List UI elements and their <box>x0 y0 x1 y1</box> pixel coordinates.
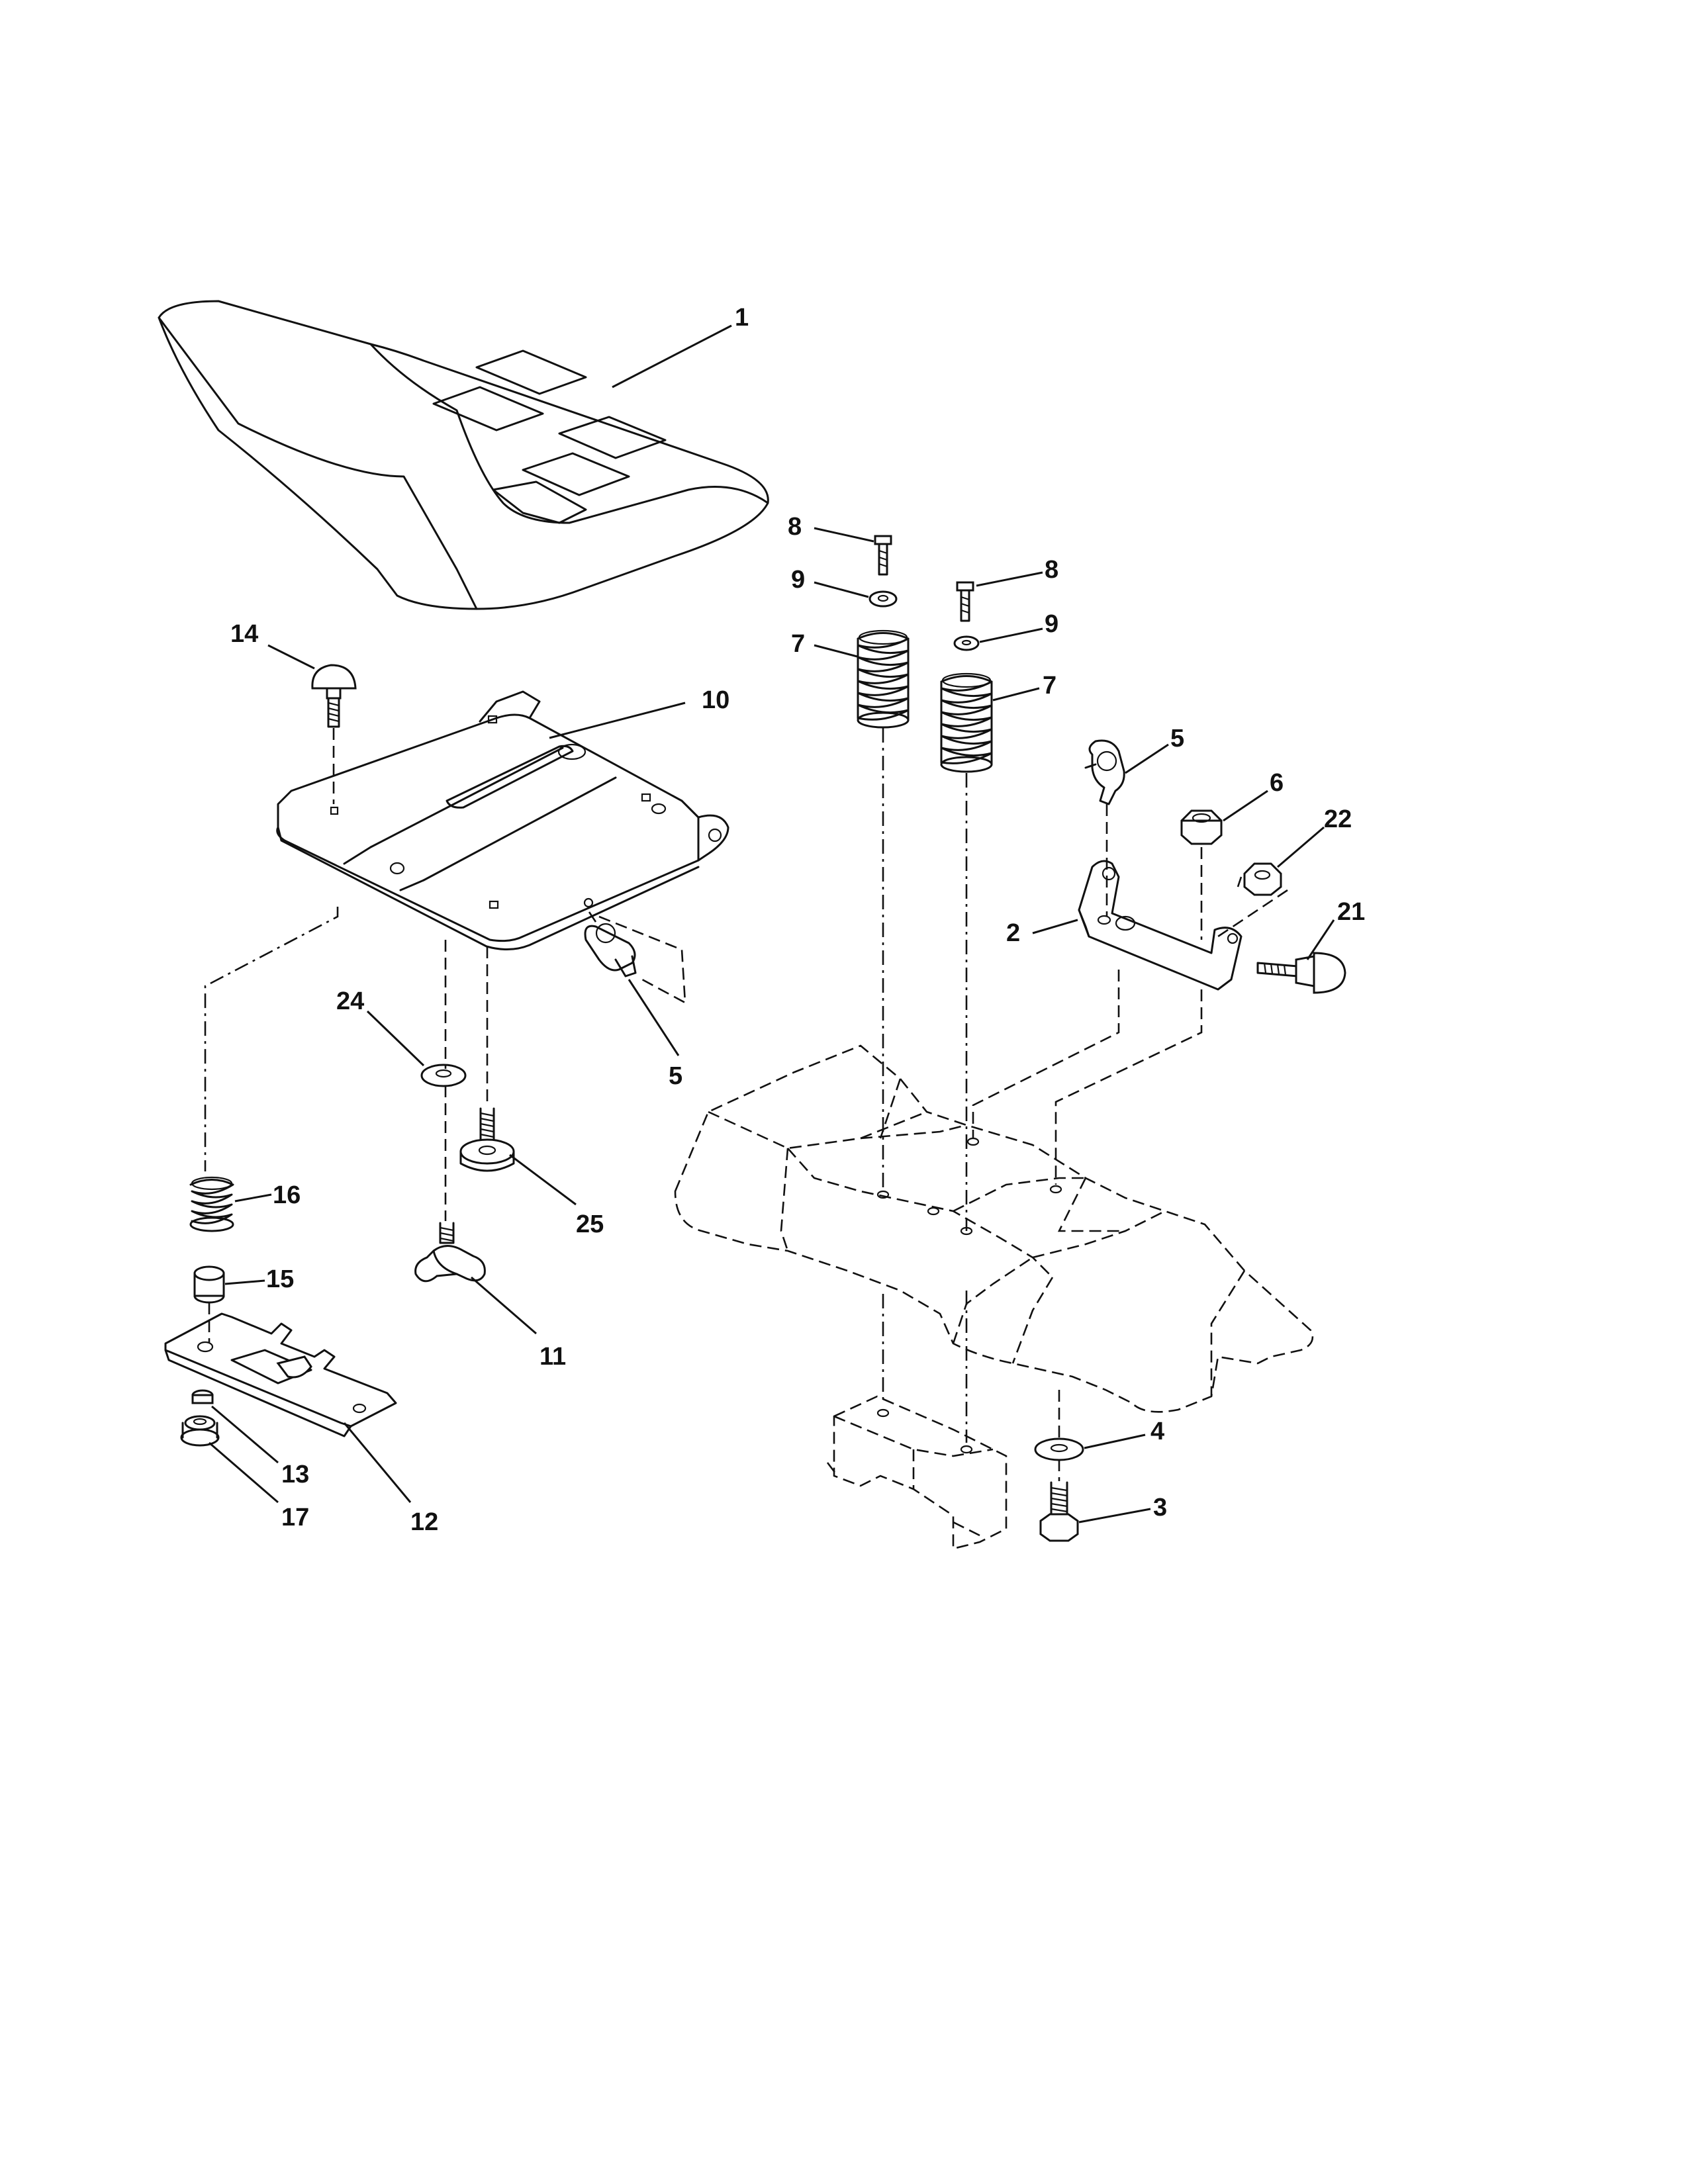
leader-24 <box>366 1010 425 1067</box>
nut-22 <box>1243 862 1282 896</box>
leader-14 <box>267 644 315 670</box>
leader-5-right <box>1125 743 1169 774</box>
callout-4: 4 <box>1150 1418 1164 1445</box>
slide-plate <box>164 1312 397 1437</box>
washer <box>420 1064 467 1087</box>
leader-17 <box>209 1441 279 1504</box>
seat-pan <box>276 690 729 951</box>
bushing <box>193 1265 225 1304</box>
connector-5-left <box>588 911 686 1005</box>
callout-6: 6 <box>1270 769 1284 797</box>
leader-9-left <box>814 581 869 598</box>
connector-bracket-frame-2 <box>1055 989 1203 1185</box>
leader-2 <box>1032 919 1078 934</box>
leader-8-left <box>814 527 874 543</box>
leader-15 <box>224 1279 265 1285</box>
seat <box>158 300 769 610</box>
leader-1 <box>612 324 732 388</box>
callout-12: 12 <box>410 1508 438 1536</box>
callout-25: 25 <box>576 1210 604 1238</box>
hose-clip-left <box>584 923 637 978</box>
carriage-bolt <box>311 664 357 728</box>
washer-4 <box>1034 1437 1084 1461</box>
leader-5-left <box>628 979 680 1056</box>
bolt-8-right <box>956 581 974 622</box>
lock-nut <box>1180 809 1223 845</box>
callout-1: 1 <box>735 304 749 332</box>
leader-7-left <box>814 644 858 658</box>
leader-11 <box>471 1276 537 1335</box>
lower-support-reference <box>826 1395 1008 1550</box>
callout-15: 15 <box>266 1265 294 1293</box>
flange-nut <box>180 1415 220 1447</box>
callout-5-right: 5 <box>1170 725 1184 752</box>
seat-adjust-knob <box>414 1222 486 1283</box>
leader-8-right <box>976 571 1043 587</box>
callout-11: 11 <box>539 1343 566 1371</box>
connector-nut22 <box>1217 876 1288 938</box>
callout-10: 10 <box>702 686 729 714</box>
tractor-frame-reference <box>674 1044 1314 1413</box>
mounting-bracket <box>1078 860 1243 991</box>
leader-22 <box>1277 826 1325 868</box>
seat-spring <box>189 1176 234 1232</box>
connector-pan-spring <box>204 907 339 1171</box>
leader-13 <box>211 1405 279 1464</box>
washer-9-right <box>953 635 980 651</box>
leader-21 <box>1306 919 1335 960</box>
callout-3: 3 <box>1153 1494 1167 1522</box>
callout-21: 21 <box>1337 898 1365 926</box>
callout-22: 22 <box>1324 805 1352 833</box>
spring-7-right <box>940 672 993 773</box>
leader-7-right <box>992 687 1040 702</box>
callout-2: 2 <box>1006 919 1020 947</box>
hose-clip-right <box>1084 739 1125 805</box>
leader-6 <box>1223 790 1268 822</box>
spring-7-left <box>857 629 910 729</box>
callout-9-right: 9 <box>1045 610 1058 638</box>
callout-5-left: 5 <box>669 1062 682 1090</box>
callout-24: 24 <box>336 987 364 1015</box>
callout-8-left: 8 <box>788 513 802 541</box>
callout-16: 16 <box>273 1181 301 1209</box>
callout-7-left: 7 <box>791 630 805 658</box>
shoulder-bolt <box>459 1107 515 1172</box>
leader-4 <box>1084 1433 1146 1449</box>
connector-bracket-frame <box>972 970 1120 1138</box>
leader-10 <box>549 702 686 739</box>
callout-7-right: 7 <box>1043 672 1056 700</box>
leader-12 <box>343 1422 412 1503</box>
leader-16 <box>234 1193 272 1203</box>
hex-bolt <box>1039 1481 1079 1542</box>
bolt-8-left <box>874 535 892 576</box>
callout-17: 17 <box>281 1504 309 1531</box>
leader-9-right <box>979 627 1043 643</box>
leader-3 <box>1078 1508 1151 1524</box>
leader-25 <box>509 1154 577 1206</box>
callout-13: 13 <box>281 1461 309 1488</box>
carriage-bolt-21 <box>1256 952 1346 994</box>
callout-14: 14 <box>230 620 258 648</box>
callout-9-left: 9 <box>791 566 805 594</box>
callout-8-right: 8 <box>1045 556 1058 584</box>
washer-9-left <box>868 590 898 608</box>
bolt-13 <box>191 1389 214 1404</box>
